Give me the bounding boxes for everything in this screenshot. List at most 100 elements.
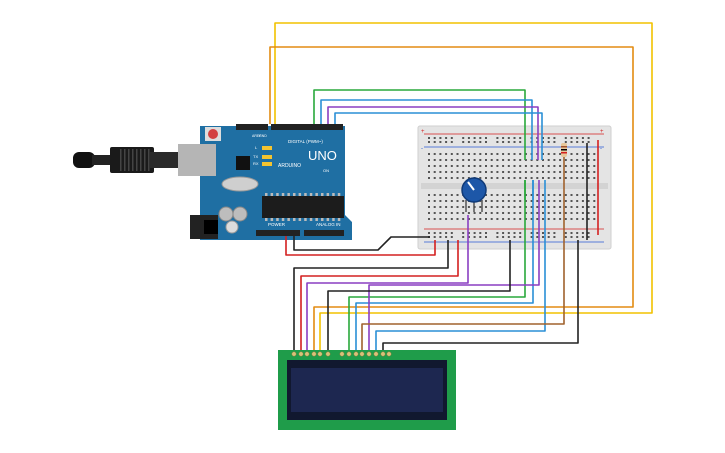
breadboard-hole[interactable] <box>462 141 465 143</box>
breadboard-hole[interactable] <box>553 212 556 214</box>
breadboard-hole[interactable] <box>479 153 482 155</box>
breadboard-hole[interactable] <box>559 218 562 220</box>
breadboard-hole[interactable] <box>428 194 430 196</box>
breadboard-hole[interactable] <box>450 159 453 161</box>
breadboard-hole[interactable] <box>553 141 556 143</box>
breadboard-hole[interactable] <box>433 141 436 143</box>
breadboard-hole[interactable] <box>587 171 590 173</box>
breadboard-hole[interactable] <box>485 171 487 173</box>
breadboard-hole[interactable] <box>553 165 556 167</box>
breadboard-hole[interactable] <box>507 236 510 238</box>
breadboard-hole[interactable] <box>445 137 448 139</box>
breadboard-hole[interactable] <box>496 141 499 143</box>
breadboard-hole[interactable] <box>439 206 442 208</box>
breadboard-hole[interactable] <box>433 218 436 220</box>
breadboard-hole[interactable] <box>564 171 567 173</box>
breadboard-hole[interactable] <box>479 177 482 179</box>
lcd-pin[interactable] <box>386 351 392 357</box>
breadboard-hole[interactable] <box>519 200 522 202</box>
breadboard-hole[interactable] <box>462 218 465 220</box>
breadboard-hole[interactable] <box>490 171 493 173</box>
breadboard-hole[interactable] <box>485 159 487 161</box>
breadboard-hole[interactable] <box>433 177 436 179</box>
breadboard-hole[interactable] <box>507 218 510 220</box>
breadboard-hole[interactable] <box>496 200 499 202</box>
breadboard-hole[interactable] <box>473 212 476 214</box>
breadboard-hole[interactable] <box>524 194 527 196</box>
breadboard-hole[interactable] <box>456 165 459 167</box>
breadboard-hole[interactable] <box>553 153 556 155</box>
breadboard-hole[interactable] <box>502 141 505 143</box>
breadboard-hole[interactable] <box>553 206 556 208</box>
breadboard-hole[interactable] <box>553 171 556 173</box>
breadboard-hole[interactable] <box>439 165 442 167</box>
breadboard-hole[interactable] <box>581 171 584 173</box>
breadboard-hole[interactable] <box>587 236 590 238</box>
breadboard-hole[interactable] <box>524 206 527 208</box>
breadboard-hole[interactable] <box>564 194 567 196</box>
breadboard-hole[interactable] <box>502 194 505 196</box>
breadboard-hole[interactable] <box>490 218 493 220</box>
breadboard-hole[interactable] <box>559 194 562 196</box>
breadboard-hole[interactable] <box>473 137 476 139</box>
breadboard-hole[interactable] <box>507 171 510 173</box>
lcd-pin[interactable] <box>325 351 331 357</box>
lcd-pin[interactable] <box>366 351 372 357</box>
breadboard-hole[interactable] <box>581 159 584 161</box>
breadboard-hole[interactable] <box>530 206 533 208</box>
breadboard-hole[interactable] <box>581 232 584 234</box>
lcd-pin[interactable] <box>311 351 317 357</box>
breadboard-hole[interactable] <box>547 137 550 139</box>
breadboard-hole[interactable] <box>553 218 556 220</box>
breadboard-hole[interactable] <box>570 218 573 220</box>
breadboard-hole[interactable] <box>462 200 465 202</box>
breadboard-hole[interactable] <box>519 137 522 139</box>
breadboard-hole[interactable] <box>536 212 539 214</box>
breadboard-hole[interactable] <box>462 137 465 139</box>
breadboard-hole[interactable] <box>439 236 442 238</box>
breadboard-hole[interactable] <box>445 212 448 214</box>
breadboard-hole[interactable] <box>467 206 470 208</box>
breadboard-hole[interactable] <box>462 206 465 208</box>
breadboard-hole[interactable] <box>524 218 527 220</box>
breadboard-hole[interactable] <box>507 141 510 143</box>
breadboard-hole[interactable] <box>473 236 476 238</box>
breadboard-hole[interactable] <box>547 218 550 220</box>
breadboard-hole[interactable] <box>559 212 562 214</box>
breadboard-hole[interactable] <box>547 141 550 143</box>
breadboard-hole[interactable] <box>439 177 442 179</box>
breadboard-hole[interactable] <box>587 194 590 196</box>
breadboard-hole[interactable] <box>536 171 539 173</box>
breadboard-hole[interactable] <box>445 153 448 155</box>
breadboard-hole[interactable] <box>507 159 510 161</box>
breadboard-hole[interactable] <box>467 177 470 179</box>
breadboard-hole[interactable] <box>433 165 436 167</box>
breadboard-hole[interactable] <box>587 159 590 161</box>
breadboard-hole[interactable] <box>519 194 522 196</box>
breadboard-hole[interactable] <box>507 194 510 196</box>
breadboard-hole[interactable] <box>513 194 516 196</box>
breadboard-hole[interactable] <box>428 171 430 173</box>
breadboard-hole[interactable] <box>473 232 476 234</box>
breadboard-hole[interactable] <box>507 137 510 139</box>
breadboard-hole[interactable] <box>473 218 476 220</box>
breadboard-hole[interactable] <box>462 165 465 167</box>
breadboard-hole[interactable] <box>593 165 596 167</box>
breadboard-hole[interactable] <box>542 236 544 238</box>
breadboard-hole[interactable] <box>513 171 516 173</box>
breadboard-hole[interactable] <box>587 141 590 143</box>
breadboard-hole[interactable] <box>450 141 453 143</box>
breadboard-hole[interactable] <box>593 200 596 202</box>
breadboard-hole[interactable] <box>439 141 442 143</box>
breadboard-hole[interactable] <box>450 236 453 238</box>
breadboard-hole[interactable] <box>542 171 544 173</box>
breadboard-hole[interactable] <box>542 232 544 234</box>
breadboard-hole[interactable] <box>450 232 453 234</box>
breadboard-hole[interactable] <box>553 159 556 161</box>
breadboard-hole[interactable] <box>502 177 505 179</box>
breadboard-hole[interactable] <box>536 177 539 179</box>
breadboard-hole[interactable] <box>439 137 442 139</box>
breadboard-hole[interactable] <box>502 232 505 234</box>
breadboard-hole[interactable] <box>445 171 448 173</box>
breadboard-hole[interactable] <box>564 218 567 220</box>
